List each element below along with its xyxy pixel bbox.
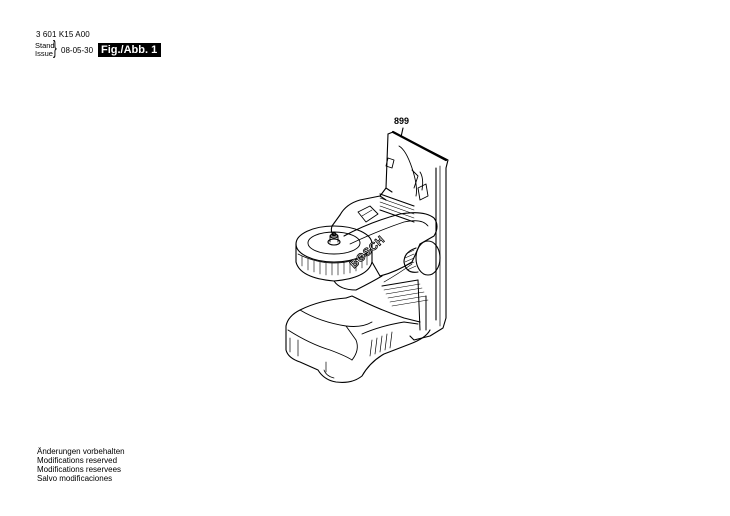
callout-899: 899 (394, 116, 410, 126)
notice-line-fr: Modifications reservees (37, 465, 122, 474)
adjustment-knob (403, 240, 441, 276)
stand-label: Stand (35, 41, 55, 50)
part-number: 3 601 K15 A00 (36, 30, 90, 39)
upper-arm-housing (330, 195, 438, 245)
notice-line-de: Änderungen vorbehalten (37, 447, 125, 456)
issue-date: 08-05-30 (61, 46, 94, 55)
base-foot (285, 295, 431, 383)
issue-label: Issue (35, 49, 53, 58)
figure-label: Fig./Abb. 1 (98, 43, 162, 57)
notice-line-en: Modifications reserved (37, 456, 118, 465)
modifications-notice: Änderungen vorbehalten Modifications res… (37, 447, 125, 483)
notice-line-es: Salvo modificaciones (37, 474, 113, 483)
stand-issue-labels: Stand Issue (35, 42, 55, 58)
lower-arm-body (333, 243, 421, 291)
back-plate (379, 130, 449, 341)
rotary-disc (295, 225, 373, 282)
brace-symbol: } (53, 38, 57, 59)
